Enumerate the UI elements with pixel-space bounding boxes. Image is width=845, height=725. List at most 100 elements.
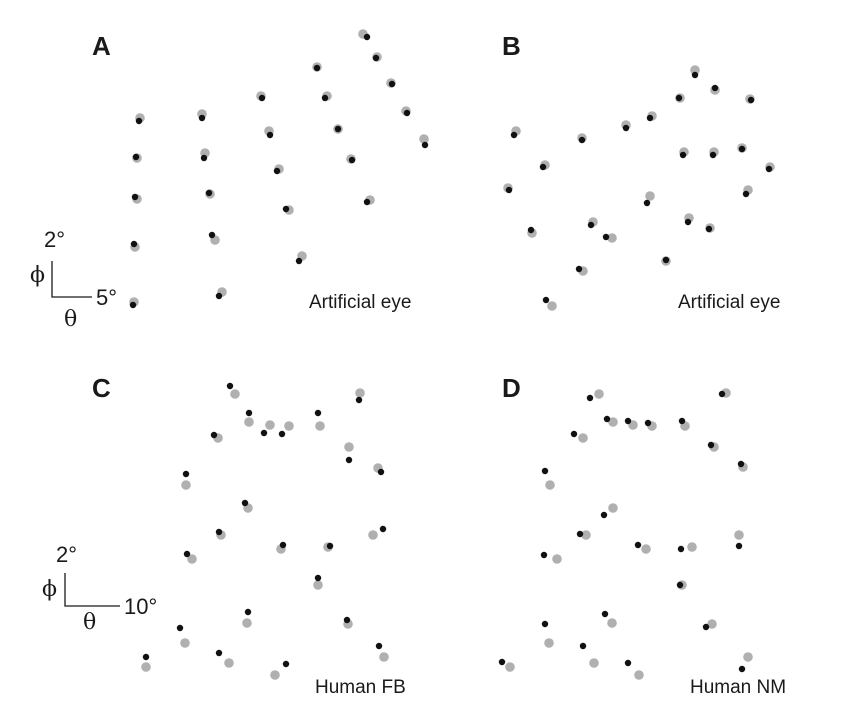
scatter-point-b-gray-6 xyxy=(607,233,617,243)
scatter-point-d-gray-4 xyxy=(578,433,588,443)
scatter-point-c-gray-3 xyxy=(284,421,294,431)
scatter-point-c-gray-19 xyxy=(141,662,151,672)
scatter-point-a-black-12 xyxy=(273,167,281,175)
scatter-point-d-black-0 xyxy=(586,394,594,402)
scatter-point-c-black-1 xyxy=(245,409,253,417)
scatter-point-c-black-2 xyxy=(260,429,268,437)
scatter-point-d-gray-9 xyxy=(545,480,555,490)
scatter-panel-a xyxy=(129,29,429,309)
scatter-point-a-black-6 xyxy=(200,154,208,162)
scatter-point-a-black-0 xyxy=(135,117,143,125)
caption-panel-c: Human FB xyxy=(315,677,406,698)
scatter-point-a-black-4 xyxy=(129,301,137,309)
scalebar-top-lines xyxy=(51,261,92,298)
scatter-point-b-black-13 xyxy=(662,256,670,264)
scatter-point-d-black-18 xyxy=(541,620,549,628)
scatter-point-c-gray-7 xyxy=(344,442,354,452)
scatter-point-d-gray-19 xyxy=(505,662,515,672)
scatter-point-d-black-3 xyxy=(644,419,652,427)
scatter-point-b-black-7 xyxy=(575,265,583,273)
scatter-point-c-black-14 xyxy=(326,542,334,550)
scatter-point-c-black-7 xyxy=(345,456,353,464)
scatter-point-b-black-19 xyxy=(709,151,717,159)
scatter-point-d-gray-1 xyxy=(608,417,618,427)
scatter-point-b-black-6 xyxy=(602,233,610,241)
scatter-point-a-black-17 xyxy=(334,125,342,133)
scatter-point-d-gray-23 xyxy=(743,652,753,662)
scatter-point-a-black-7 xyxy=(205,189,213,197)
scatter-point-d-black-15 xyxy=(735,542,743,550)
scatter-point-c-gray-0 xyxy=(230,389,240,399)
scatter-point-d-gray-10 xyxy=(608,503,618,513)
scatter-point-a-black-21 xyxy=(372,54,380,62)
scalebar-bottom-phi-symbol: ϕ xyxy=(42,577,57,602)
scatter-point-c-black-23 xyxy=(375,642,383,650)
scatter-point-b-black-3 xyxy=(527,226,535,234)
scatter-point-b-black-16 xyxy=(711,84,719,92)
scatter-point-c-black-4 xyxy=(210,431,218,439)
scatter-point-c-gray-16 xyxy=(313,580,323,590)
scatter-point-d-gray-15 xyxy=(734,530,744,540)
scatter-points-layer xyxy=(129,29,775,680)
scatter-point-b-black-8 xyxy=(542,296,550,304)
scatter-point-c-gray-23 xyxy=(379,652,389,662)
scatter-point-d-black-14 xyxy=(677,545,685,553)
scatter-point-c-gray-5 xyxy=(315,421,325,431)
scatter-point-a-black-16 xyxy=(321,94,329,102)
scatter-point-b-black-20 xyxy=(738,145,746,153)
scatter-point-c-black-12 xyxy=(183,550,191,558)
scatter-point-b-black-17 xyxy=(747,96,755,104)
scatter-point-c-black-5 xyxy=(314,409,322,417)
scatter-point-d-gray-17 xyxy=(607,618,617,628)
scatter-point-b-black-12 xyxy=(684,218,692,226)
scatter-point-b-black-1 xyxy=(539,163,547,171)
scatter-point-d-black-10 xyxy=(600,511,608,519)
scatter-point-d-black-21 xyxy=(624,659,632,667)
scatter-point-d-black-4 xyxy=(570,430,578,438)
scatter-point-d-black-11 xyxy=(576,530,584,538)
scatter-point-b-black-21 xyxy=(765,165,773,173)
scatter-panel-b xyxy=(503,65,775,311)
scatter-point-c-black-21 xyxy=(282,660,290,668)
scatter-point-d-gray-14 xyxy=(687,542,697,552)
scatter-point-d-gray-11 xyxy=(581,530,591,540)
scatter-point-c-black-16 xyxy=(314,574,322,582)
scatter-point-d-black-23 xyxy=(738,665,746,673)
panel-label-b: B xyxy=(502,31,521,61)
scalebar-bottom: 2° ϕ 10° θ xyxy=(42,542,157,635)
scatter-point-d-black-8 xyxy=(737,460,745,468)
scatter-point-b-black-23 xyxy=(705,225,713,233)
scatter-point-a-black-22 xyxy=(388,80,396,88)
scatter-point-d-black-22 xyxy=(702,623,710,631)
scatter-point-c-black-0 xyxy=(226,382,234,390)
scatter-point-a-black-19 xyxy=(363,198,371,206)
scatter-point-c-black-13 xyxy=(279,541,287,549)
scatter-point-c-black-17 xyxy=(244,608,252,616)
scalebar-top-phi-value: 2° xyxy=(44,227,65,252)
scalebar-top-phi-symbol: ϕ xyxy=(30,263,45,288)
scalebar-bottom-phi-value: 2° xyxy=(56,542,77,567)
scatter-point-a-black-2 xyxy=(131,193,139,201)
scatter-point-b-black-14 xyxy=(675,94,683,102)
scatter-point-d-black-19 xyxy=(498,658,506,666)
scatter-point-c-gray-15 xyxy=(368,530,378,540)
scatter-point-d-black-1 xyxy=(603,415,611,423)
scatter-point-d-black-20 xyxy=(579,642,587,650)
scatter-point-d-black-5 xyxy=(678,417,686,425)
scatter-point-c-black-6 xyxy=(355,396,363,404)
scatter-point-c-gray-18 xyxy=(180,638,190,648)
scatter-point-c-gray-17 xyxy=(242,618,252,628)
scatter-point-c-black-8 xyxy=(377,468,385,476)
scatter-point-b-gray-8 xyxy=(547,301,557,311)
scatter-point-c-gray-9 xyxy=(181,480,191,490)
scatter-point-c-gray-2 xyxy=(265,420,275,430)
scatter-point-d-gray-18 xyxy=(544,638,554,648)
caption-panel-a: Artificial eye xyxy=(309,292,411,313)
scatter-point-a-black-1 xyxy=(132,153,140,161)
scatter-point-b-black-5 xyxy=(587,221,595,229)
scatter-point-d-black-12 xyxy=(540,551,548,559)
scatter-point-a-black-20 xyxy=(363,33,371,41)
scatter-point-d-gray-0 xyxy=(594,389,604,399)
scatter-point-b-black-2 xyxy=(505,186,513,194)
